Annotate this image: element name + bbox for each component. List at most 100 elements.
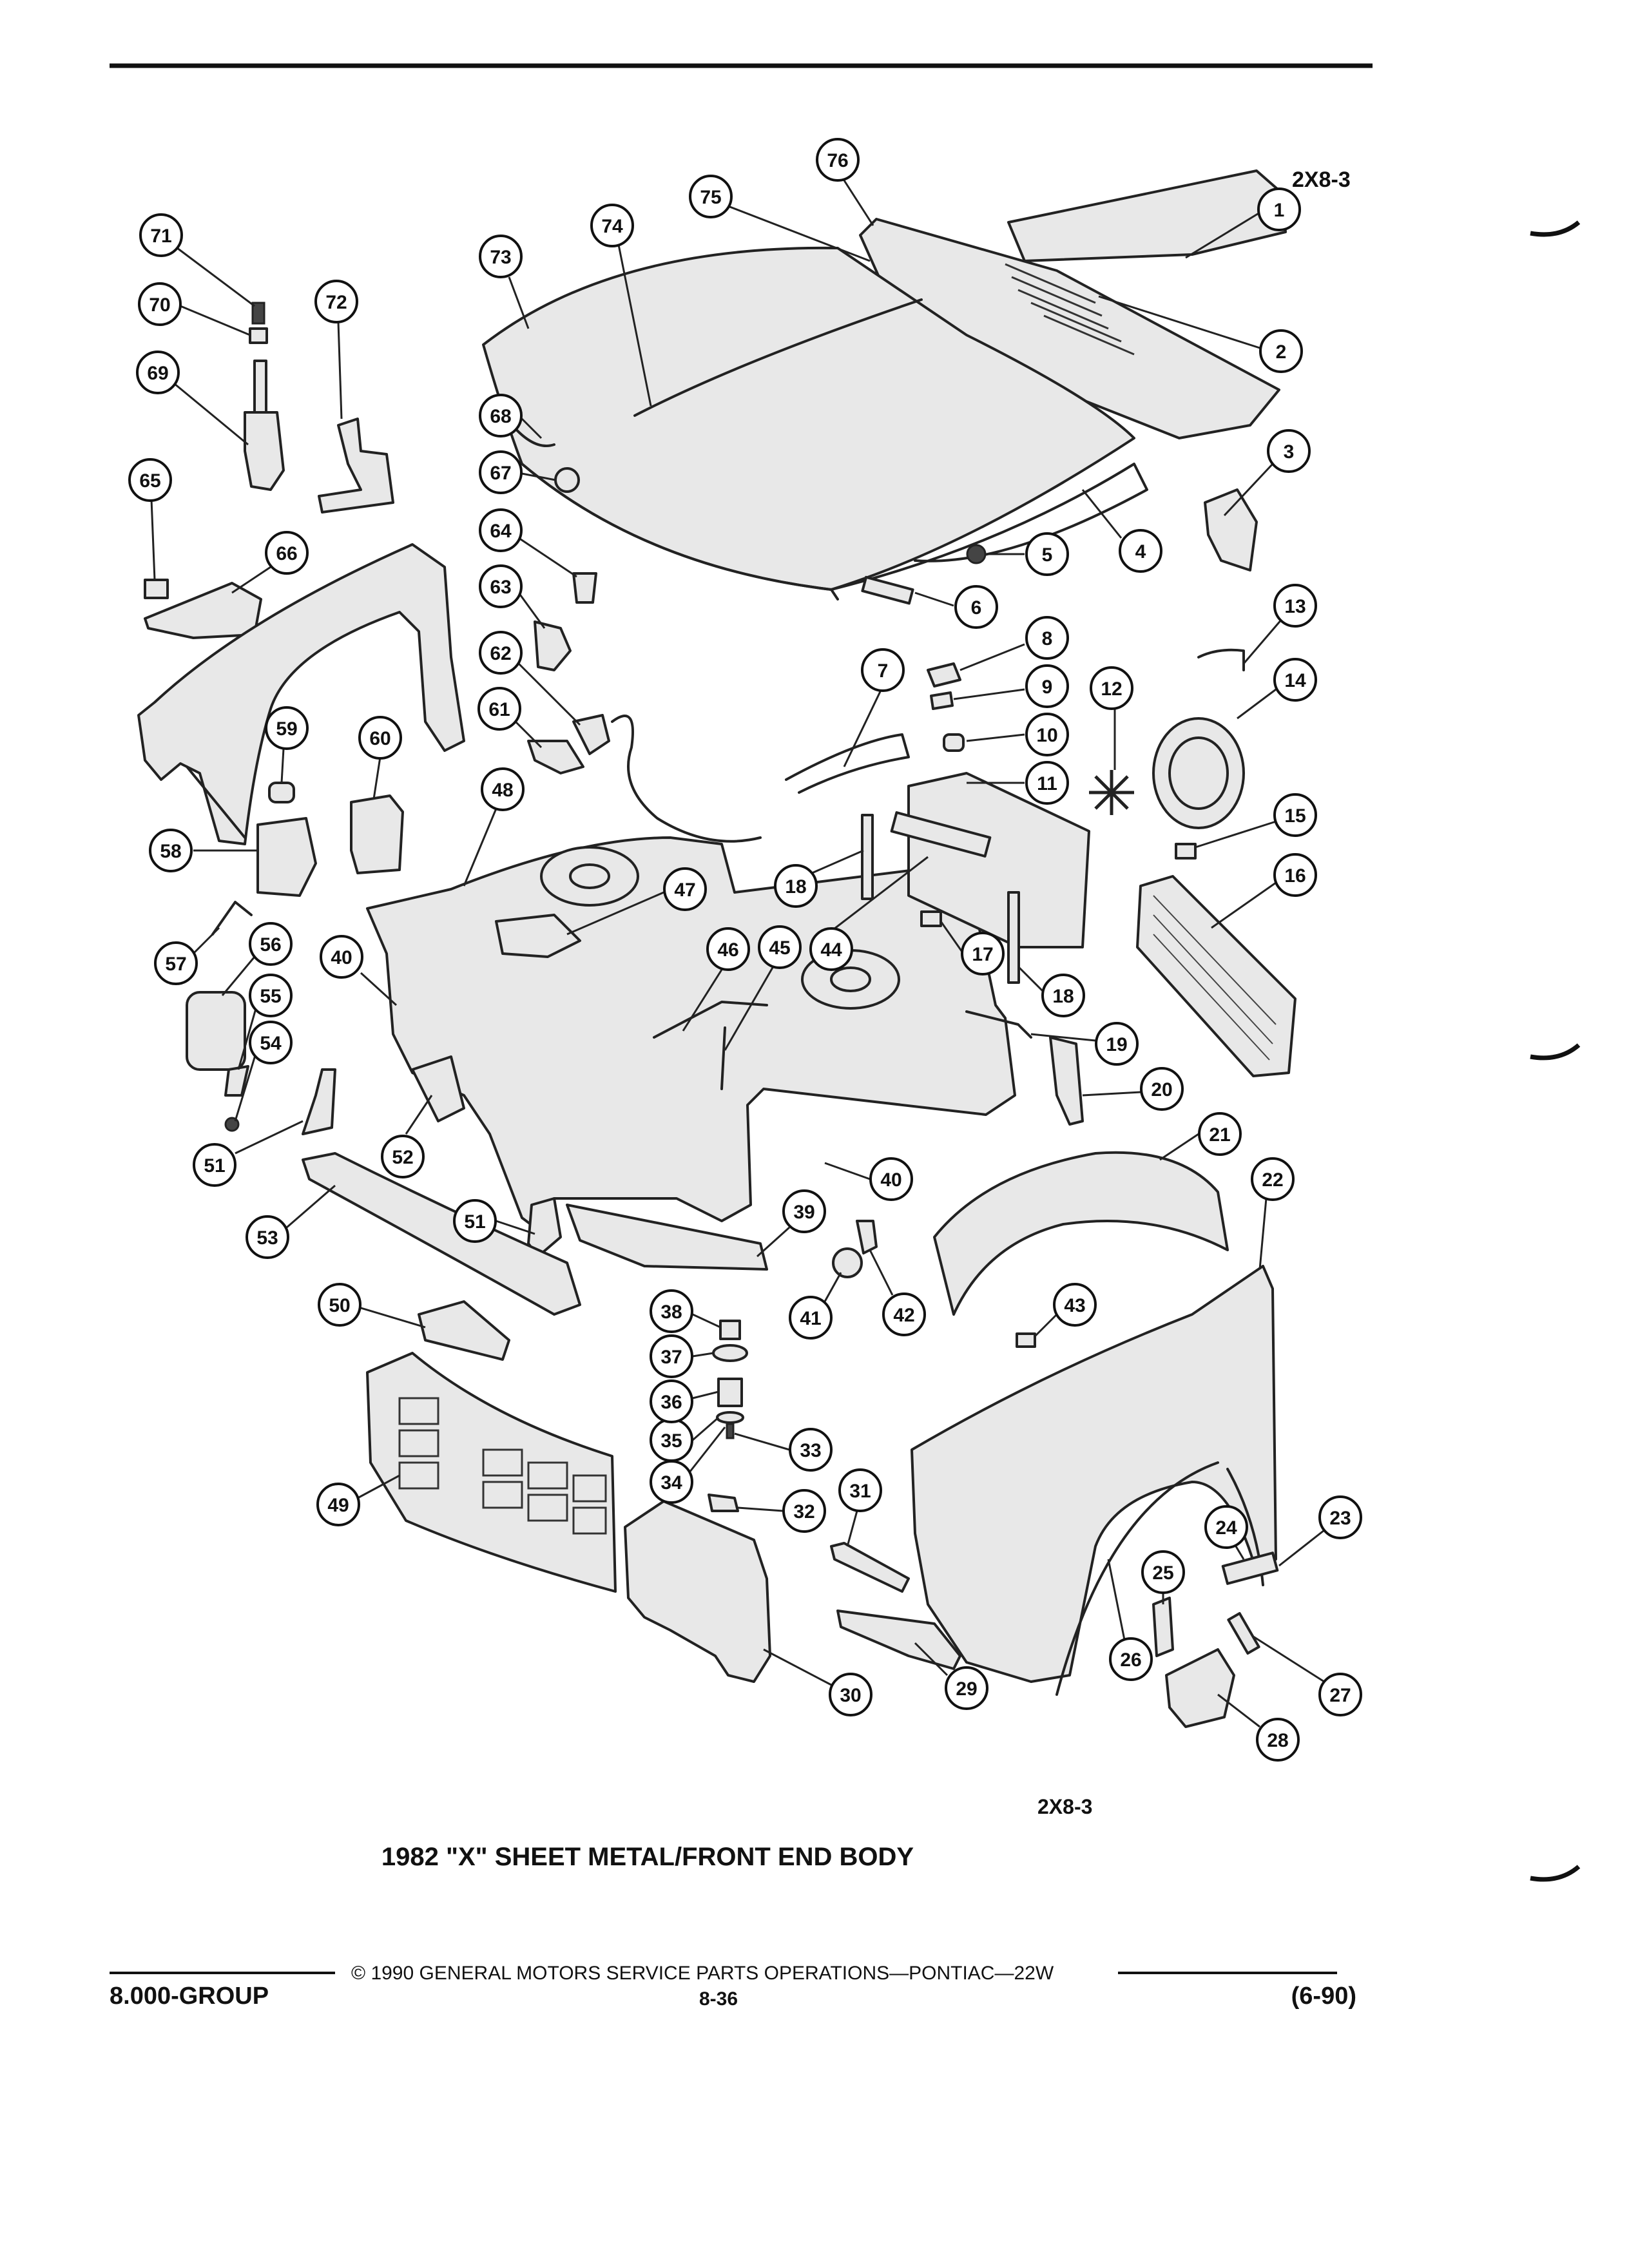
svg-text:64: 64 xyxy=(490,521,512,542)
callout-55: 55 xyxy=(237,974,293,1070)
svg-text:65: 65 xyxy=(139,470,160,492)
svg-text:42: 42 xyxy=(893,1305,914,1326)
svg-text:59: 59 xyxy=(276,718,297,740)
svg-text:67: 67 xyxy=(490,463,511,484)
svg-text:8: 8 xyxy=(1042,628,1053,649)
svg-text:28: 28 xyxy=(1267,1730,1288,1751)
svg-text:60: 60 xyxy=(369,728,390,749)
callout-20: 20 xyxy=(1082,1067,1184,1111)
callout-12: 12 xyxy=(1090,666,1133,770)
callout-40b: 40 xyxy=(824,1157,913,1201)
callout-8: 8 xyxy=(959,616,1069,671)
svg-text:18: 18 xyxy=(785,876,806,898)
callout-24: 24 xyxy=(1204,1505,1248,1560)
svg-text:37: 37 xyxy=(660,1347,682,1368)
callout-67: 67 xyxy=(479,450,556,494)
svg-text:40: 40 xyxy=(331,947,352,968)
svg-text:31: 31 xyxy=(849,1481,871,1502)
svg-text:34: 34 xyxy=(660,1472,682,1494)
callout-27: 27 xyxy=(1253,1635,1362,1716)
callout-49: 49 xyxy=(316,1474,400,1526)
callout-65: 65 xyxy=(128,458,172,581)
svg-text:23: 23 xyxy=(1329,1508,1351,1529)
callout-31: 31 xyxy=(838,1468,882,1547)
callout-28: 28 xyxy=(1217,1693,1300,1762)
svg-text:32: 32 xyxy=(793,1501,815,1523)
svg-text:39: 39 xyxy=(793,1202,815,1223)
svg-text:25: 25 xyxy=(1152,1562,1173,1584)
callout-22: 22 xyxy=(1251,1157,1295,1270)
callout-25: 25 xyxy=(1141,1550,1185,1604)
callout-6: 6 xyxy=(914,585,998,629)
svg-text:69: 69 xyxy=(147,363,168,384)
footer-page: 8-36 xyxy=(699,1988,738,2010)
svg-text:46: 46 xyxy=(717,939,738,961)
svg-text:35: 35 xyxy=(660,1430,682,1452)
callout-41: 41 xyxy=(789,1272,842,1340)
svg-text:61: 61 xyxy=(488,699,510,720)
svg-text:49: 49 xyxy=(327,1495,349,1516)
callout-18b: 18 xyxy=(1017,965,1085,1017)
svg-text:15: 15 xyxy=(1284,805,1306,827)
callout-2: 2 xyxy=(1098,295,1303,373)
svg-text:74: 74 xyxy=(601,216,623,237)
svg-text:14: 14 xyxy=(1284,670,1306,691)
callout-7: 7 xyxy=(843,648,905,767)
svg-text:55: 55 xyxy=(260,986,281,1007)
callout-56: 56 xyxy=(221,922,293,996)
svg-text:21: 21 xyxy=(1209,1124,1230,1146)
callout-48: 48 xyxy=(463,767,525,887)
footer-copyright: © 1990 GENERAL MOTORS SERVICE PARTS OPER… xyxy=(351,1963,1054,1984)
callout-62: 62 xyxy=(479,631,581,726)
binder-mark xyxy=(1530,1043,1581,1061)
svg-text:58: 58 xyxy=(160,841,181,862)
callout-5: 5 xyxy=(989,532,1069,576)
callout-51a: 51 xyxy=(193,1120,304,1187)
callout-34: 34 xyxy=(650,1427,726,1504)
callout-51b: 51 xyxy=(453,1199,535,1243)
svg-text:7: 7 xyxy=(878,660,889,682)
svg-text:2: 2 xyxy=(1276,341,1287,363)
svg-text:72: 72 xyxy=(325,292,347,313)
callout-74: 74 xyxy=(590,204,652,407)
callout-43: 43 xyxy=(1033,1283,1097,1338)
callout-52: 52 xyxy=(381,1095,433,1178)
diagram-code-bottom: 2X8-3 xyxy=(1037,1795,1092,1818)
callout-76: 76 xyxy=(816,138,874,226)
svg-text:6: 6 xyxy=(971,597,982,619)
footer-group: 8.000-GROUP xyxy=(110,1983,269,2010)
svg-text:33: 33 xyxy=(800,1440,821,1461)
svg-text:57: 57 xyxy=(165,954,186,975)
svg-text:41: 41 xyxy=(800,1308,821,1329)
callout-75: 75 xyxy=(689,175,871,262)
footer-revision: (6-90) xyxy=(1291,1983,1356,2010)
svg-text:53: 53 xyxy=(256,1227,278,1249)
svg-text:44: 44 xyxy=(820,939,842,961)
callout-29: 29 xyxy=(914,1642,988,1710)
svg-text:17: 17 xyxy=(972,944,993,965)
svg-text:3: 3 xyxy=(1284,441,1295,463)
callout-17: 17 xyxy=(940,921,1005,975)
callout-4: 4 xyxy=(1081,489,1162,573)
callout-69: 69 xyxy=(136,351,249,446)
svg-text:24: 24 xyxy=(1215,1517,1237,1539)
svg-text:22: 22 xyxy=(1262,1169,1283,1191)
svg-text:10: 10 xyxy=(1036,725,1057,746)
svg-text:5: 5 xyxy=(1042,544,1053,566)
callout-26: 26 xyxy=(1107,1559,1153,1681)
callout-14: 14 xyxy=(1237,658,1317,720)
callout-72: 72 xyxy=(314,280,358,419)
svg-text:62: 62 xyxy=(490,643,511,664)
svg-text:52: 52 xyxy=(392,1147,413,1168)
svg-text:43: 43 xyxy=(1064,1295,1085,1316)
callout-64: 64 xyxy=(479,508,577,578)
svg-text:56: 56 xyxy=(260,934,281,956)
svg-text:45: 45 xyxy=(769,937,790,959)
callout-33: 33 xyxy=(734,1428,833,1472)
callout-18a: 18 xyxy=(774,849,864,908)
callout-3: 3 xyxy=(1223,429,1311,517)
callout-32: 32 xyxy=(737,1489,826,1533)
callout-53: 53 xyxy=(246,1184,336,1259)
svg-text:9: 9 xyxy=(1042,677,1053,698)
